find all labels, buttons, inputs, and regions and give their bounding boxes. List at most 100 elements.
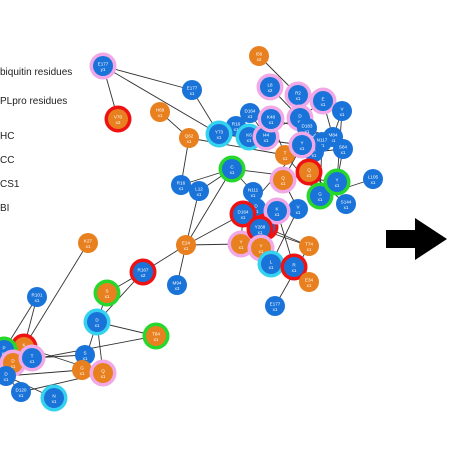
legend-label-cc: CC (0, 155, 15, 166)
node-label: x1 (273, 307, 278, 312)
node-label: K (275, 207, 279, 212)
node-n56: Sx1 (75, 345, 95, 365)
node-label: T (31, 354, 34, 359)
node-circle (167, 275, 187, 295)
node-circle (171, 175, 191, 195)
node-label: x1 (86, 244, 91, 249)
node-circle (299, 272, 319, 292)
node-circle (0, 366, 16, 386)
node-label: R16 (232, 122, 241, 127)
node-label: x1 (296, 210, 301, 215)
node-label: x1 (305, 129, 310, 134)
node-circle (261, 254, 281, 274)
node-label: x1 (321, 102, 326, 107)
node-n58: Qx1 (89, 359, 117, 387)
node-label: x1 (335, 183, 340, 188)
node-label: M84 (329, 133, 338, 138)
node-n34: Qx1 (269, 166, 297, 194)
node-label: D (4, 372, 8, 377)
node-label: Q62 (185, 134, 194, 139)
node-label: K48 (267, 115, 276, 120)
node-circle (267, 201, 287, 221)
node-label: E (321, 97, 324, 102)
node-label: x1 (269, 120, 274, 125)
legend-label-bi: BI (0, 203, 10, 214)
node-label: x1 (307, 173, 312, 178)
node-label: x1 (275, 212, 280, 217)
node-circle (260, 77, 280, 97)
node-label: L105 (368, 175, 379, 180)
node-circle (243, 182, 263, 202)
node-label: x2 (268, 88, 273, 93)
node-label: G (80, 366, 84, 371)
node-label: x1 (234, 127, 239, 132)
node-label: x1 (296, 96, 301, 101)
node-label: x2 (141, 273, 146, 278)
node-label: D183 (302, 124, 313, 129)
node-circle (240, 103, 260, 123)
node-label: E177 (270, 302, 281, 307)
node-label: x1 (19, 393, 24, 398)
node-label: x1 (184, 246, 189, 251)
node-label: Y268 (255, 225, 266, 230)
node-label: x1 (241, 215, 246, 220)
node-circle (332, 101, 352, 121)
node-circle (179, 128, 199, 148)
node-circle (97, 283, 117, 303)
node-circle (72, 360, 92, 380)
node-circle (150, 102, 170, 122)
node-label: x1 (320, 143, 325, 148)
node-label: x1 (105, 294, 110, 299)
legend-label-hc: HC (0, 131, 15, 142)
node-circle (327, 172, 347, 192)
node-n22: Vx1 (332, 101, 352, 121)
node-circle (288, 85, 308, 105)
node-label: x3 (175, 286, 180, 291)
node-circle (292, 135, 312, 155)
node-circle (176, 235, 196, 255)
node-label: x1 (344, 205, 349, 210)
legend-label-cs1: CS1 (0, 179, 20, 190)
edge (188, 137, 286, 156)
node-label: x1 (259, 249, 264, 254)
node-label: x1 (340, 112, 345, 117)
node-label: x2 (257, 57, 262, 62)
node-label: Y (335, 178, 338, 183)
node-label: y1 (101, 67, 106, 72)
node-label: Y (259, 244, 262, 249)
node-n38: Yx1 (227, 230, 255, 258)
node-label: x1 (230, 170, 235, 175)
node-label: D164 (245, 109, 256, 114)
node-label: x1 (371, 180, 376, 185)
node-label: R167 (138, 268, 149, 273)
node-label: M94 (173, 281, 182, 286)
node-label: V (340, 107, 344, 112)
node-circle (250, 219, 270, 239)
node-label: x1 (80, 371, 85, 376)
legend-label-ubiquitin: biquitin residues (0, 67, 73, 78)
node-label: Q (307, 168, 311, 173)
node-n65: Nx1 (40, 384, 68, 412)
node-circle (93, 56, 113, 76)
legend-label-plpro: PLpro residues (0, 96, 68, 107)
node-label: D (298, 114, 302, 119)
node-circle (299, 236, 319, 256)
node-label: x1 (281, 181, 286, 186)
node-label: E177 (187, 86, 198, 91)
node-label: x1 (83, 356, 88, 361)
node-label: T84 (152, 332, 160, 337)
